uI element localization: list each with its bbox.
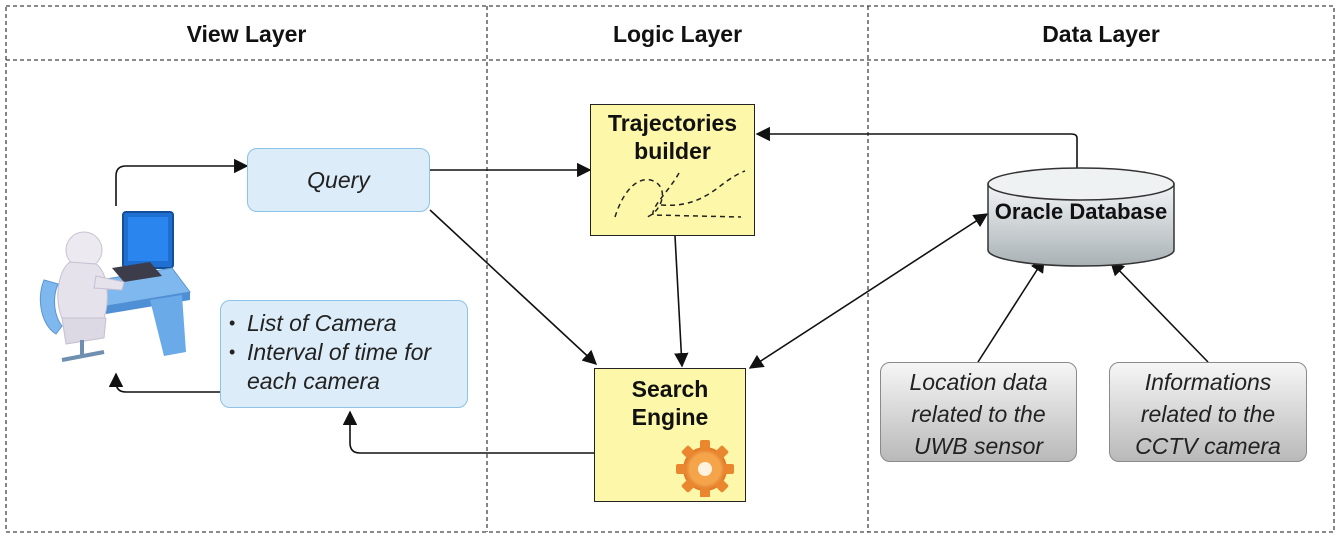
trajectories-builder-label: Trajectories builder — [607, 110, 738, 164]
user-at-computer-icon — [39, 211, 191, 362]
data-layer-header: Data Layer — [1042, 21, 1160, 47]
trajectories-builder-box: Trajectories builder — [590, 104, 755, 236]
camera-info-label: Informations related to the CCTV camera — [1135, 369, 1281, 459]
logic-layer-header: Logic Layer — [612, 21, 743, 47]
view-layer-header: View Layer — [186, 21, 307, 47]
database-label: Oracle Database — [994, 199, 1168, 224]
search-engine-box: Search Engine — [594, 368, 746, 502]
arrow-location-to-database — [977, 257, 1045, 363]
arrow-result-to-user — [108, 372, 220, 393]
arrow-database-to-trajectories — [755, 126, 1078, 168]
search-engine-label: Search Engine — [631, 376, 709, 430]
database-cylinder-icon — [987, 167, 1175, 267]
query-box: Query — [247, 148, 430, 212]
list-item: List of Camera — [227, 309, 459, 338]
arrow-search-to-result — [342, 410, 594, 454]
camera-info-box: Informations related to the CCTV camera — [1109, 362, 1307, 462]
gear-icon — [676, 440, 734, 497]
arrow-query-to-search — [429, 209, 598, 365]
location-data-box: Location data related to the UWB sensor — [880, 362, 1077, 462]
query-label: Query — [307, 166, 370, 193]
list-item: Interval of time for each camera — [227, 338, 459, 396]
arrow-camera-to-database — [1109, 260, 1209, 363]
arrow-trajectories-to-search — [674, 235, 689, 368]
connectors — [108, 126, 1209, 454]
arrow-user-to-query — [115, 158, 249, 206]
result-list-box: List of Camera Interval of time for each… — [220, 300, 468, 408]
location-data-label: Location data related to the UWB sensor — [909, 369, 1048, 459]
trajectory-lines-icon — [614, 170, 746, 218]
arrow-database-search-bidirectional — [748, 213, 989, 369]
